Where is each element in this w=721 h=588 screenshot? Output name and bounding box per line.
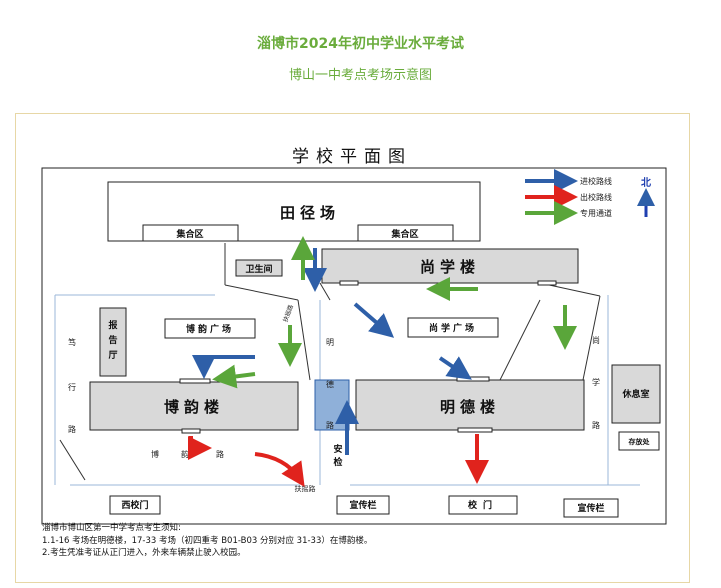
boyun-door-bottom bbox=[181, 428, 201, 434]
map-frame bbox=[15, 113, 690, 583]
security-char-1: 安 bbox=[333, 443, 342, 455]
page-title: 淄博市2024年初中学业水平考试 bbox=[257, 36, 464, 52]
report-hall-building bbox=[99, 307, 127, 377]
road-mingde-1: 明 bbox=[326, 338, 334, 347]
school-gate-label: 校门 bbox=[468, 499, 498, 511]
storage bbox=[618, 431, 660, 451]
road-mingde-3: 路 bbox=[326, 420, 334, 430]
school-gate bbox=[448, 495, 518, 515]
gather-right-label: 集合区 bbox=[390, 228, 418, 240]
legend-in-label: 进校路线 bbox=[580, 176, 612, 186]
report-hall-char-3: 厅 bbox=[108, 350, 117, 361]
board-right-label: 宣传栏 bbox=[577, 502, 604, 514]
legend-special-label: 专用通道 bbox=[580, 208, 612, 218]
legend-out-label: 出校路线 bbox=[580, 192, 612, 202]
storage-label: 存放处 bbox=[629, 437, 651, 446]
clinic-building bbox=[235, 259, 283, 277]
report-hall-char-1: 报 bbox=[108, 319, 117, 331]
shangxue-door-right bbox=[537, 280, 557, 286]
paths bbox=[59, 243, 601, 481]
boyun-building bbox=[89, 381, 299, 431]
notes-line-1: 1.1-16 考场在明德楼，17-33 考场（初四重考 B01-B03 分别对应… bbox=[42, 535, 373, 546]
mingde-building bbox=[355, 379, 585, 431]
road-shangxue-2: 学 bbox=[592, 377, 600, 387]
boyun-label: 博韵楼 bbox=[164, 398, 224, 416]
out-routes bbox=[188, 434, 489, 487]
field-label: 田径场 bbox=[280, 204, 340, 222]
security-char-2: 检 bbox=[333, 456, 342, 468]
clinic-label: 卫生间 bbox=[245, 263, 272, 275]
notes: 淄博市博山区第一中学考点考生须知: 1.1-16 考场在明德楼，17-33 考场… bbox=[42, 522, 372, 560]
shangxue-door-left bbox=[339, 280, 359, 286]
road-boyun-2: 韵 bbox=[181, 449, 189, 459]
road-boyun-1: 博 bbox=[151, 449, 159, 459]
gather-left-label: 集合区 bbox=[175, 228, 203, 240]
mingde-label: 明德楼 bbox=[440, 398, 500, 416]
shangxue-building bbox=[321, 248, 579, 284]
map-border bbox=[41, 167, 667, 525]
shangxue-square bbox=[407, 317, 499, 338]
road-shangxue-3: 路 bbox=[592, 420, 600, 430]
board-left-label: 宣传栏 bbox=[349, 499, 376, 511]
west-gate-label: 西校门 bbox=[121, 499, 148, 511]
notes-line-2: 2.考生凭准考证从正门进入，外来车辆禁止驶入校园。 bbox=[42, 548, 246, 558]
road-mingde-2: 德 bbox=[326, 379, 334, 389]
road-boyun-3: 路 bbox=[216, 449, 224, 459]
legend: 进校路线 出校路线 专用通道 北 bbox=[525, 169, 655, 225]
west-gate bbox=[109, 495, 161, 515]
road-duxing-1: 笃 bbox=[68, 337, 76, 347]
lounge-building bbox=[611, 364, 661, 424]
shangxue-label: 尚学楼 bbox=[420, 258, 480, 276]
special-routes bbox=[212, 236, 577, 389]
in-routes bbox=[192, 248, 472, 455]
road-duxing-2: 行 bbox=[68, 382, 76, 392]
board-right bbox=[563, 498, 619, 518]
road-handrail-top: 扶摇路 bbox=[281, 303, 295, 323]
road-handrail: 扶摇路 bbox=[295, 484, 316, 493]
road-duxing-3: 路 bbox=[68, 424, 76, 434]
gather-left bbox=[142, 224, 239, 242]
map-title: 学校平面图 bbox=[292, 147, 412, 167]
shangxue-square-label: 尚学广场 bbox=[429, 322, 477, 334]
boyun-square-label: 博韵广场 bbox=[186, 323, 234, 335]
gather-right bbox=[357, 224, 454, 242]
mingde-door-bottom bbox=[457, 427, 493, 433]
board-left bbox=[336, 495, 390, 515]
boyun-door-top bbox=[179, 378, 211, 384]
lounge-label: 休息室 bbox=[621, 388, 649, 400]
road-shangxue-1: 尚 bbox=[592, 335, 600, 345]
report-hall-char-2: 告 bbox=[108, 334, 117, 346]
page-subtitle: 博山一中考点考场示意图 bbox=[288, 68, 432, 83]
notes-heading: 淄博市博山区第一中学考点考生须知: bbox=[42, 523, 181, 533]
boyun-square bbox=[164, 318, 256, 339]
mingde-door-top bbox=[456, 376, 490, 382]
north-label: 北 bbox=[641, 176, 651, 189]
